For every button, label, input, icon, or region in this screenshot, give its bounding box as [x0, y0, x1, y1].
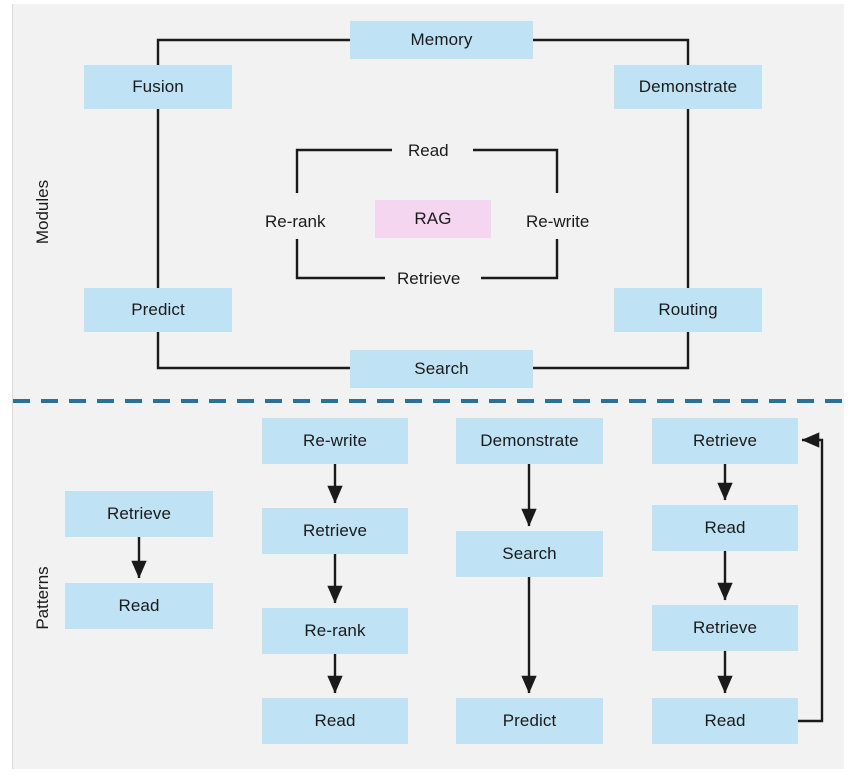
module-memory[interactable]: Memory — [350, 21, 533, 59]
pattern-node-c2-s1[interactable]: Re-write — [262, 418, 408, 464]
section-label-modules: Modules — [33, 179, 52, 245]
module-demonstrate[interactable]: Demonstrate — [614, 65, 762, 109]
inner-ring-re-write[interactable]: Re-write — [518, 212, 598, 232]
pattern-node-c2-s4[interactable]: Read — [262, 698, 408, 744]
pattern-node-c4-s1[interactable]: Retrieve — [652, 418, 798, 464]
pattern-node-c3-s3[interactable]: Predict — [456, 698, 603, 744]
inner-ring-retrieve[interactable]: Retrieve — [389, 269, 469, 289]
pattern-node-c2-s3[interactable]: Re-rank — [262, 608, 408, 654]
module-predict[interactable]: Predict — [84, 288, 232, 332]
pattern-node-c4-s2[interactable]: Read — [652, 505, 798, 551]
pattern-node-c3-s1[interactable]: Demonstrate — [456, 418, 603, 464]
pattern-node-c3-s2[interactable]: Search — [456, 531, 603, 577]
module-search[interactable]: Search — [350, 350, 533, 388]
pattern-node-c1-s1[interactable]: Retrieve — [65, 491, 213, 537]
pattern-node-c2-s2[interactable]: Retrieve — [262, 508, 408, 554]
section-label-patterns: Patterns — [33, 566, 52, 630]
inner-ring-read[interactable]: Read — [400, 141, 457, 161]
pattern-node-c4-s3[interactable]: Retrieve — [652, 605, 798, 651]
module-fusion[interactable]: Fusion — [84, 65, 232, 109]
inner-ring-re-rank[interactable]: Re-rank — [257, 212, 334, 232]
pattern-node-c1-s2[interactable]: Read — [65, 583, 213, 629]
module-routing[interactable]: Routing — [614, 288, 762, 332]
module-rag-center[interactable]: RAG — [375, 200, 491, 238]
pattern-node-c4-s4[interactable]: Read — [652, 698, 798, 744]
